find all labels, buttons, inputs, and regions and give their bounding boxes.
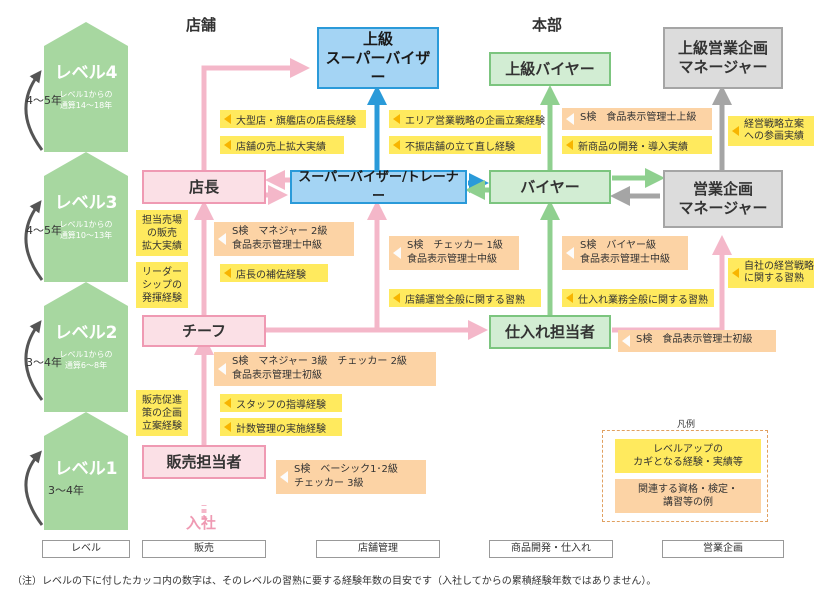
level-3: レベル3 レベル1からの 通算10～13年 (44, 152, 128, 282)
level-1-shape (44, 412, 128, 530)
legend-box: 凡例 レベルアップの カギとなる経験・実績等 関連する資格・検定・ 講習等の例 (602, 420, 768, 522)
legend-title: 凡例 (676, 420, 695, 430)
role-senior-planning-line1: 上級営業企画 (677, 39, 768, 57)
role-planning-line1: 営業企画 (692, 180, 753, 198)
store-header: 店舗 (186, 16, 217, 34)
exp-staff-guidance: スタッフの指導経験 (220, 394, 342, 412)
category-sales: 販売 (142, 540, 266, 558)
exp-area-strategy: エリア営業戦略の企画立案経験 (389, 110, 545, 128)
role-store-manager[interactable]: 店長 (142, 170, 266, 204)
exp-purchasing-ops: 仕入れ業務全般に関する習熟 (562, 289, 714, 307)
category-product-purchasing: 商品開発・仕入れ (489, 540, 613, 558)
exp-assist-manager: 店長の補佐経験 (220, 264, 328, 282)
role-senior-buyer[interactable]: 上級バイヤー (489, 52, 611, 86)
level-3-title: レベル3 (54, 193, 118, 213)
legend-related-qual: 関連する資格・検定・ 講習等の例 (615, 479, 761, 513)
role-senior-planning-line2: マネージャー (678, 58, 768, 76)
level-1-years: 3～4年 (48, 484, 84, 497)
level-2: レベル2 レベル1からの 通算6～8年 (44, 282, 128, 412)
role-buyer[interactable]: バイヤー (489, 170, 611, 204)
qual-checker1: S検 チェッカー 1級 食品表示管理士中級 (389, 236, 519, 270)
level-1-title: レベル1 (54, 459, 118, 479)
exp-strategy-planning: 経営戦略立案 への参画実績 (728, 116, 814, 146)
level-4: レベル4 レベル1からの 通算14～18年 (44, 22, 128, 152)
role-planning-manager[interactable]: 営業企画 マネージャー (663, 170, 783, 228)
role-chief[interactable]: チーフ (142, 315, 266, 347)
exp-numbers-mgmt: 計数管理の実施経験 (220, 418, 342, 436)
level-2-title: レベル2 (54, 323, 118, 343)
qual-buyer: S検 バイヤー級 食品表示管理士中級 (562, 236, 688, 270)
exp-store-sales: 店舗の売上拡大実績 (220, 136, 344, 154)
exp-sales-floor: 担当売場 の販売 拡大実績 (136, 210, 188, 256)
exp-mgmt-strategy: 自社の経営戦略 に関する習熟 (728, 258, 814, 288)
role-purchasing[interactable]: 仕入れ担当者 (489, 315, 611, 349)
hq-header: 本部 (532, 16, 563, 34)
role-supervisor-trainer[interactable]: スーパーバイザー/トレーナー (290, 170, 467, 204)
qual-mgr3: S検 マネジャー 3級 チェッカー 2級 食品表示管理士初級 (214, 352, 436, 386)
exp-flagship: 大型店・旗艦店の店長経験 (220, 110, 366, 128)
exp-promo-planning: 販売促進 策の企画 立案経験 (136, 390, 188, 436)
exp-new-product: 新商品の開発・導入実績 (562, 136, 712, 154)
role-planning-line2: マネージャー (678, 199, 768, 217)
level-4-years: 4～5年 (26, 94, 62, 107)
footnote: （注）レベルの下に付したカッコ内の数字は、そのレベルの習熟に要する経験年数の目安… (12, 576, 657, 587)
level-2-shape (44, 282, 128, 412)
level-2-sub: レベル1からの 通算6～8年 (59, 350, 113, 370)
category-sales-planning: 営業企画 (662, 540, 784, 558)
level-3-shape (44, 152, 128, 282)
qual-beginner-food-label: S検 食品表示管理士初級 (618, 330, 776, 352)
qual-basic: S検 ベーシック1･2級 チェッカー 3級 (276, 460, 426, 494)
category-level: レベル (42, 540, 130, 558)
category-store-mgmt: 店舗管理 (316, 540, 440, 558)
exp-leadership: リーダー シップの 発揮経験 (136, 262, 188, 308)
role-senior-supervisor-line1: 上級 (362, 29, 393, 48)
role-senior-planning-manager[interactable]: 上級営業企画 マネージャー (663, 27, 783, 89)
level-4-sub: レベル1からの 通算14～18年 (59, 90, 113, 110)
level-3-years: 4～5年 (26, 224, 62, 237)
level-2-years: 3～4年 (26, 356, 62, 369)
entry-label: 入社 (186, 514, 217, 532)
role-senior-supervisor[interactable]: 上級 スーパーバイザー (317, 27, 439, 89)
exp-rebuild: 不振店舗の立て直し経験 (389, 136, 541, 154)
level-3-sub: レベル1からの 通算10～13年 (59, 220, 113, 240)
role-senior-supervisor-line2: スーパーバイザー (325, 48, 431, 86)
level-1: レベル1 (44, 412, 128, 530)
level-4-title: レベル4 (54, 63, 118, 83)
qual-senior-food-label: S検 食品表示管理士上級 (562, 108, 712, 130)
exp-store-ops: 店舗運営全般に関する習熟 (389, 289, 541, 307)
level-4-shape (44, 22, 128, 152)
role-sales-staff[interactable]: 販売担当者 (142, 445, 266, 479)
qual-mgr2: S検 マネジャー 2級 食品表示管理士中級 (214, 222, 354, 256)
legend-key-experience: レベルアップの カギとなる経験・実績等 (615, 439, 761, 473)
